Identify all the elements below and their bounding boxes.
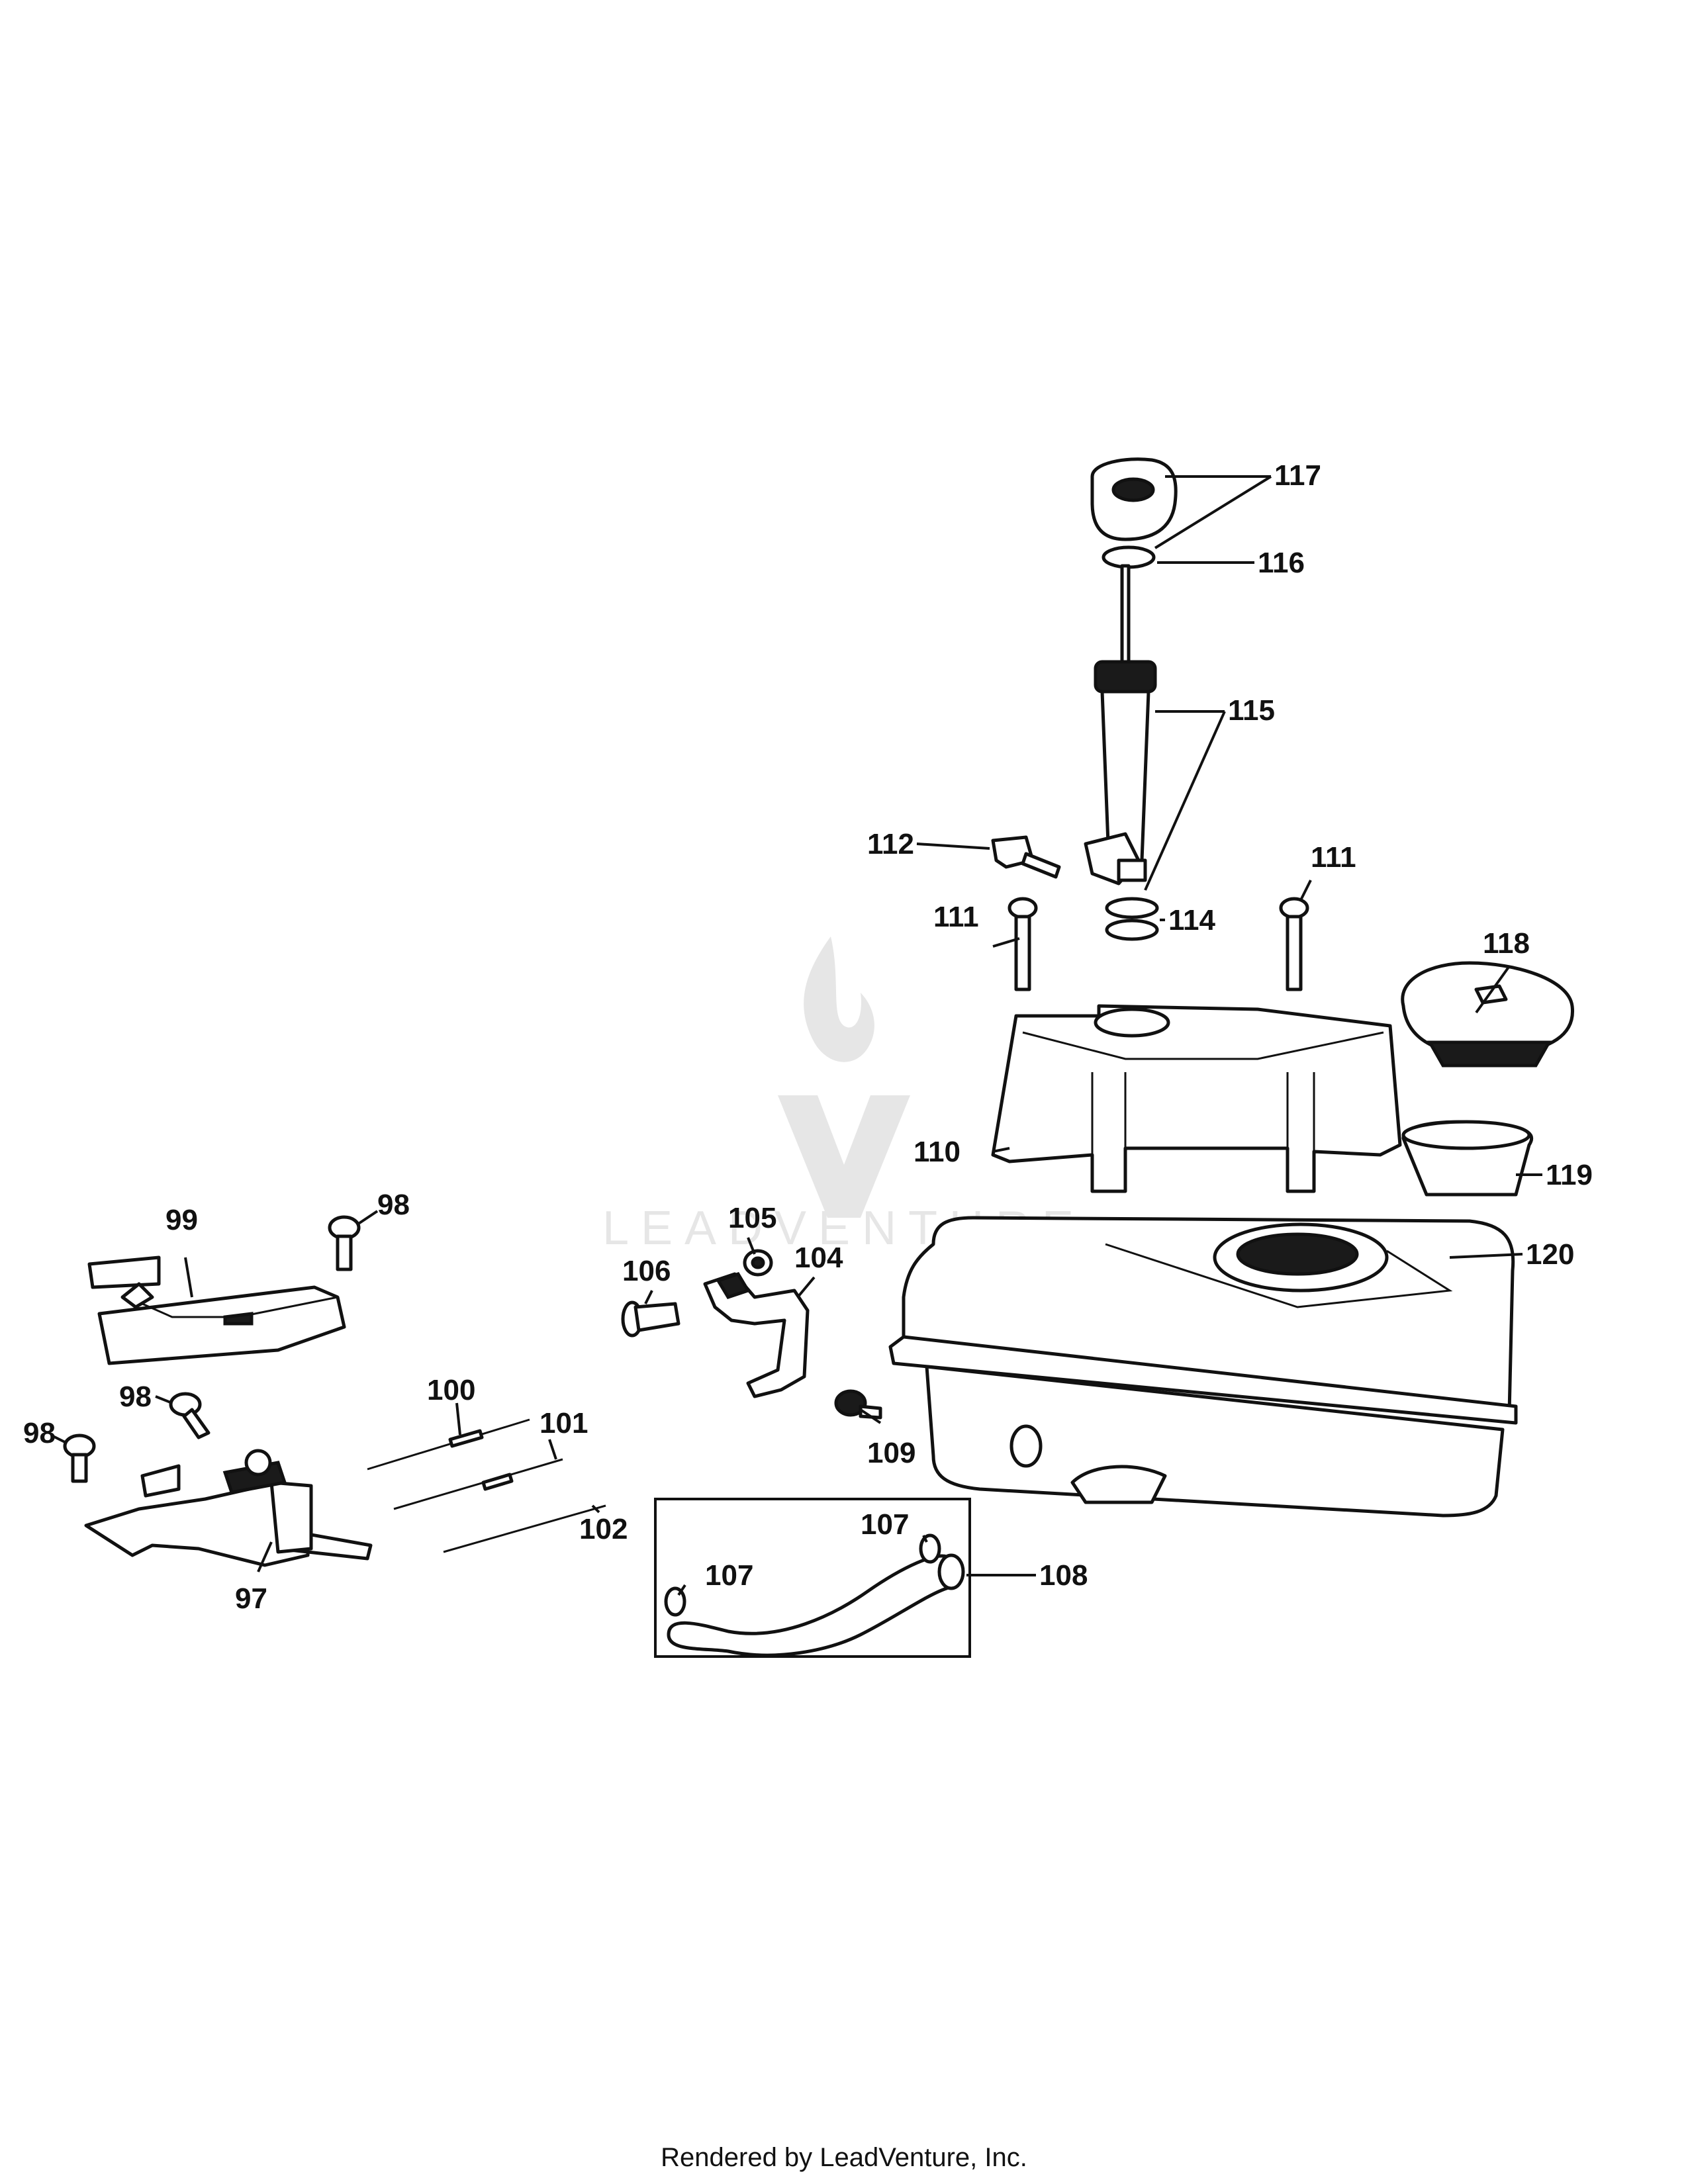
bolt-111-left (1008, 897, 1038, 991)
tank-shroud-110 (991, 1004, 1402, 1193)
callout-116: 116 (1258, 547, 1305, 579)
callout-97: 97 (235, 1582, 267, 1615)
spring-100 (367, 1418, 530, 1471)
fuel-tank-120 (888, 1216, 1518, 1518)
footer-credit: Rendered by LeadVenture, Inc. (661, 2143, 1027, 2172)
callout-114: 114 (1168, 904, 1216, 936)
fuel-cap-118 (1401, 961, 1575, 1068)
leader-lines (52, 475, 1542, 1596)
callout-98-left: 98 (23, 1417, 56, 1449)
callout-100: 100 (427, 1374, 475, 1406)
callout-106: 106 (622, 1255, 671, 1287)
callout-112: 112 (867, 828, 914, 860)
callout-110: 110 (914, 1136, 961, 1168)
callout-120: 120 (1526, 1238, 1574, 1271)
governor-bracket-99 (87, 1255, 346, 1365)
control-plate-97 (84, 1449, 373, 1567)
callout-118: 118 (1483, 927, 1530, 960)
callout-117: 117 (1274, 459, 1321, 492)
spring-101 (393, 1458, 563, 1510)
dipstick-cap-117 (1090, 457, 1178, 541)
callout-101: 101 (539, 1407, 588, 1439)
oil-fill-tube-115 (1084, 660, 1157, 886)
bolt-98-left (63, 1433, 96, 1483)
callout-107-left: 107 (705, 1559, 753, 1592)
callout-111-left: 111 (933, 901, 979, 933)
callout-105: 105 (728, 1202, 776, 1234)
bolt-106 (621, 1300, 680, 1338)
callout-99: 99 (165, 1204, 198, 1236)
bolt-109 (834, 1389, 882, 1420)
washers-114 (1105, 897, 1159, 941)
callout-115: 115 (1228, 694, 1275, 727)
fuel-line-inset-box (654, 1498, 971, 1658)
callout-107-right: 107 (861, 1508, 909, 1541)
hose-clamp-107-right (919, 1533, 941, 1564)
bracket-104 (703, 1271, 810, 1398)
bolt-98-top (328, 1215, 361, 1271)
callout-98-top: 98 (377, 1189, 410, 1221)
fuel-strainer-119 (1401, 1120, 1534, 1197)
link-102 (443, 1504, 606, 1553)
bolt-111-right (1279, 897, 1309, 991)
bolt-112 (991, 835, 1061, 879)
bolt-98-middle (169, 1392, 211, 1439)
callout-109: 109 (867, 1437, 915, 1469)
nut-105 (743, 1249, 773, 1277)
callout-102: 102 (579, 1513, 628, 1545)
callout-98-middle: 98 (119, 1381, 152, 1413)
fuel-line-108 (667, 1553, 965, 1657)
callout-111-right: 111 (1311, 841, 1356, 874)
callout-104: 104 (794, 1242, 843, 1274)
callouts: 117 116 115 112 111 111 114 118 110 119 … (23, 459, 1593, 1615)
callout-108: 108 (1039, 1559, 1088, 1592)
callout-119: 119 (1546, 1159, 1593, 1191)
dipstick-rod (1120, 564, 1131, 664)
